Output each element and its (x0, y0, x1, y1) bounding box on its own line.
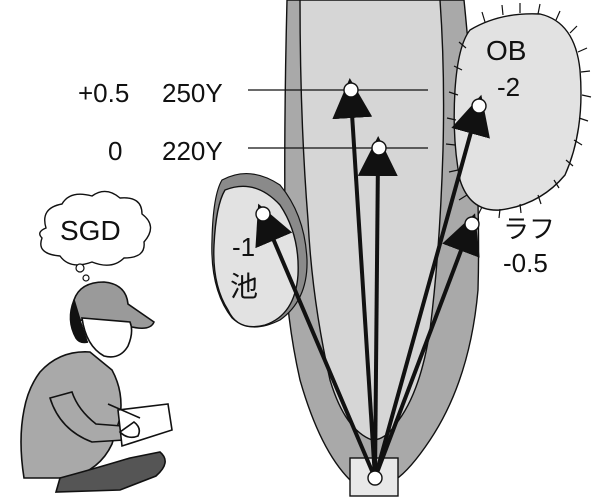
landing-rough (464, 216, 480, 232)
arrow-to-250 (332, 78, 377, 479)
distance-label-220: 220Y (162, 136, 223, 166)
ob-value: -2 (497, 72, 520, 102)
notebook (117, 403, 173, 448)
rough-value: -0.5 (503, 248, 548, 278)
water-name: 池 (230, 271, 258, 302)
landing-220 (371, 140, 387, 156)
rough-name: ラフ (503, 214, 555, 244)
pen (107, 403, 141, 419)
water-value: -1 (232, 232, 255, 262)
tee-ball (367, 470, 383, 486)
arrow-to-ob (373, 94, 490, 479)
landing-water (255, 206, 271, 222)
landing-250 (343, 82, 359, 98)
cap (73, 281, 155, 330)
adjustment-label-220: 0 (108, 136, 122, 166)
shot-arrows (255, 78, 490, 479)
pants (54, 451, 166, 493)
landing-ob (471, 98, 487, 114)
thought-bubble: SGD (39, 190, 152, 282)
arrow-to-water (255, 203, 377, 479)
distance-label-250: 250Y (162, 78, 223, 108)
golfer-illustration (20, 281, 173, 493)
hand (118, 421, 141, 439)
head (81, 317, 133, 358)
thought-bubble-text: SGD (60, 215, 121, 246)
arrow-to-rough (373, 213, 480, 479)
adjustment-label-250: +0.5 (78, 78, 129, 108)
arrow-to-220 (357, 136, 398, 479)
ob-name: OB (486, 35, 526, 66)
